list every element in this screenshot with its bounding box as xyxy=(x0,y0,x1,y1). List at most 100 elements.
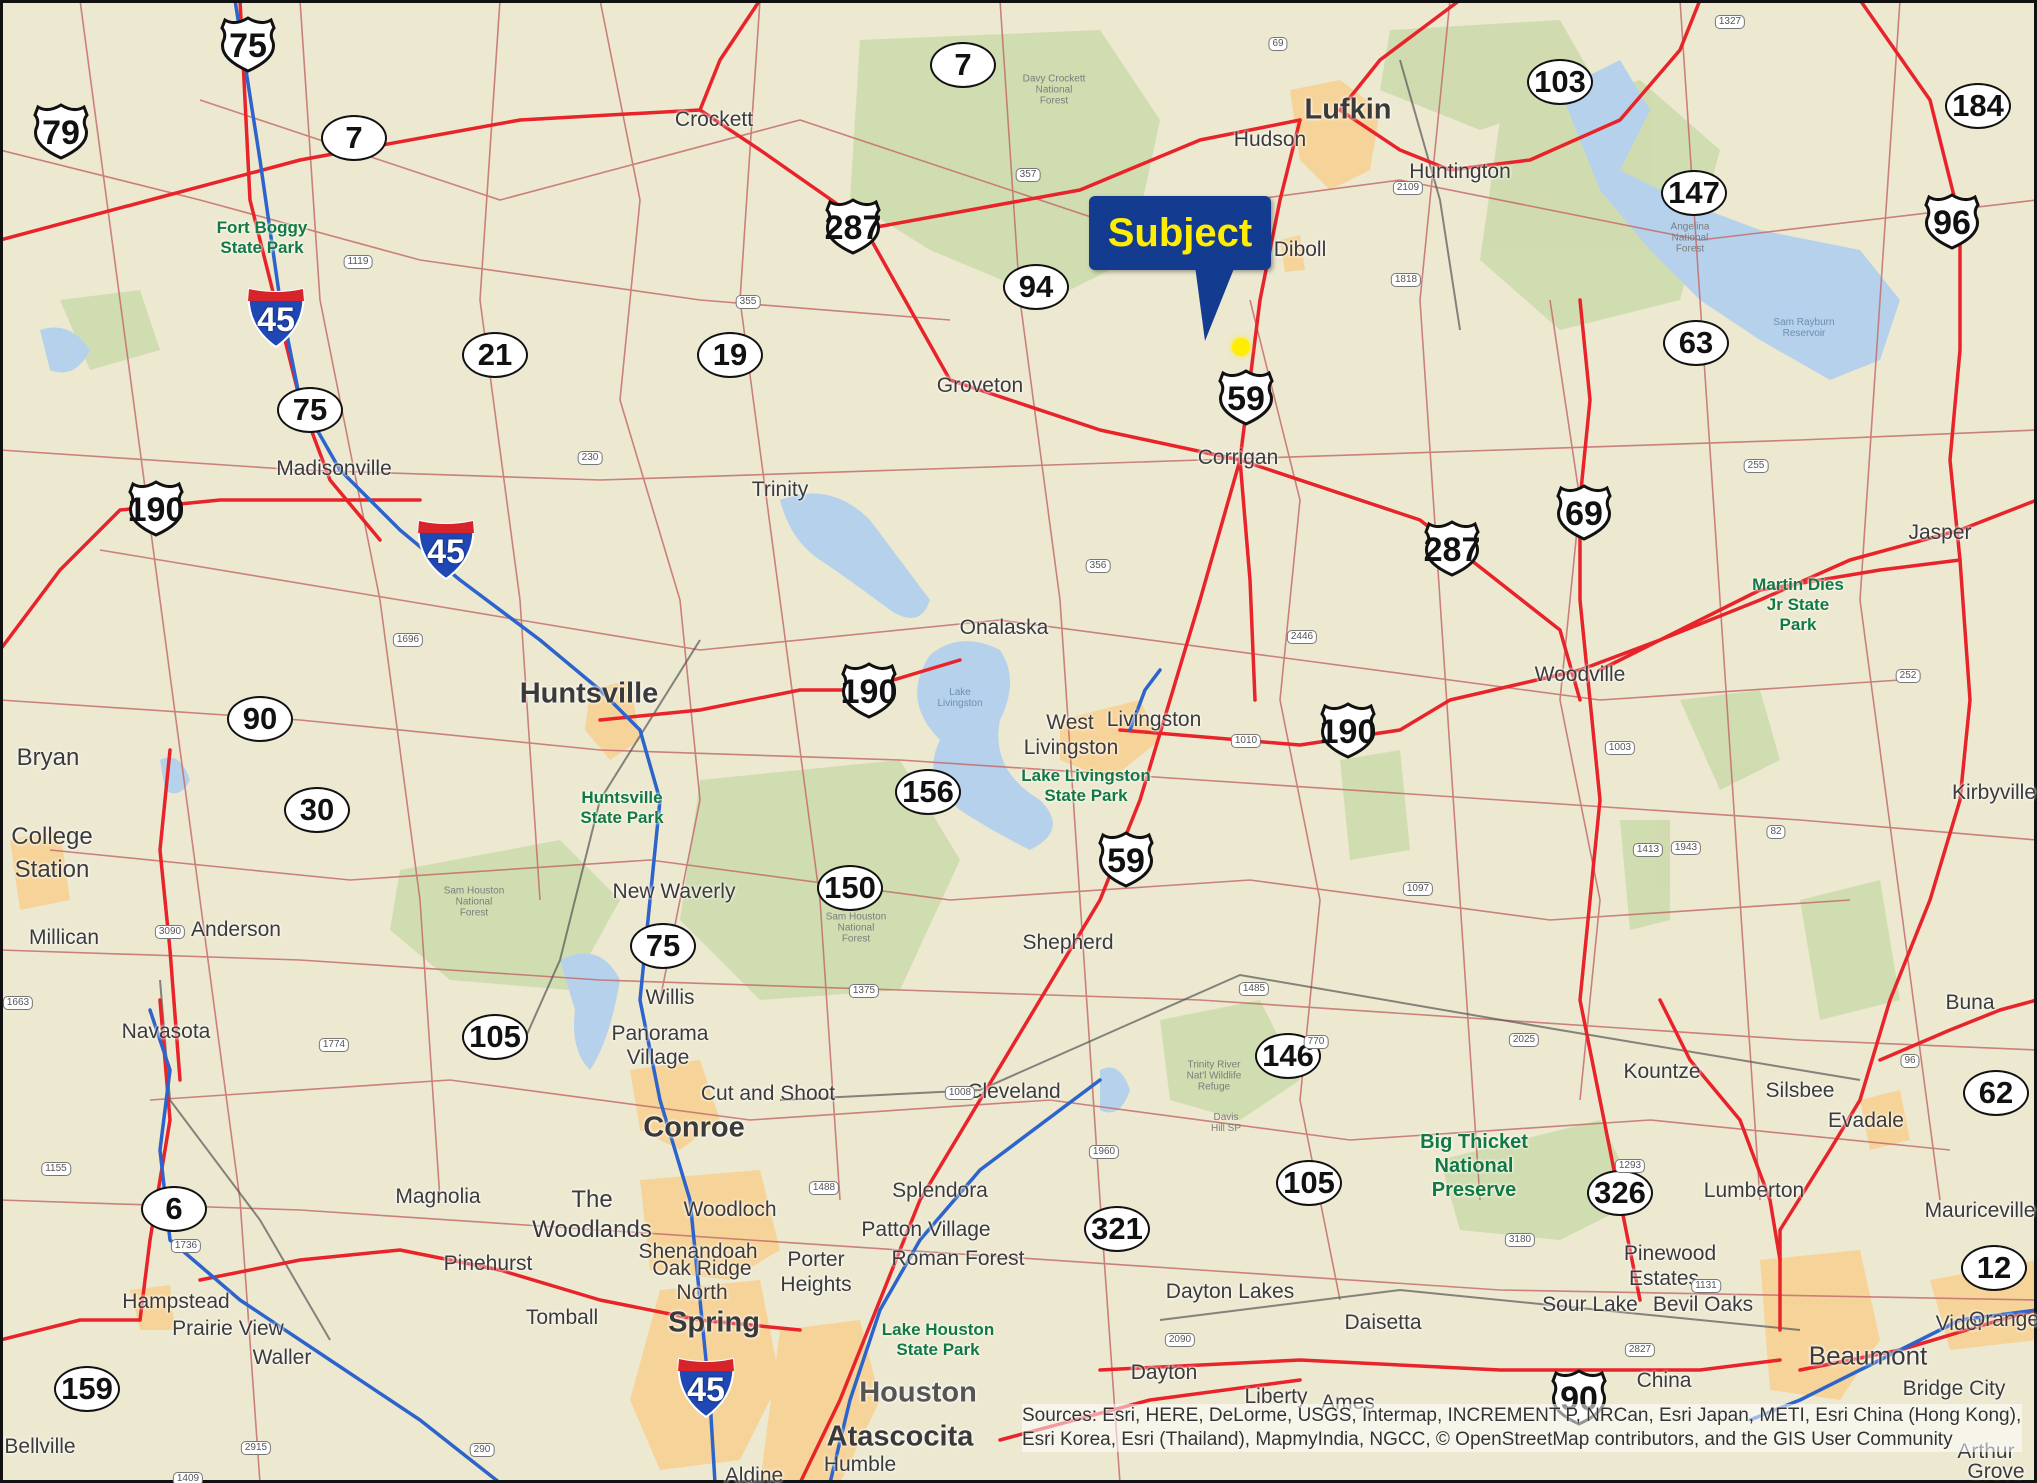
subject-location-marker[interactable] xyxy=(1232,338,1250,356)
road-number-marker: 290 xyxy=(469,1443,495,1457)
city-label: Beaumont xyxy=(1808,1340,1928,1371)
us-highway-number: 59 xyxy=(1107,842,1145,880)
road-number-marker: 1943 xyxy=(1670,841,1702,855)
state-highway-shield: 6 xyxy=(141,1186,207,1232)
town-label: Corrigan xyxy=(1197,446,1279,469)
town-label: Porter xyxy=(787,1248,845,1271)
us-shield-shape xyxy=(841,662,897,719)
us-shield-shape xyxy=(1320,702,1376,759)
town-label: Huntington xyxy=(1409,160,1511,183)
town-label: Splendora xyxy=(892,1179,988,1202)
forest-label: Sam Houston National Forest xyxy=(825,911,887,945)
town-label: Tomball xyxy=(525,1306,599,1329)
town-label: Diboll xyxy=(1273,238,1327,261)
state-highway-shield: 21 xyxy=(462,332,528,378)
town-label: Dayton xyxy=(1130,1361,1198,1384)
town-label: Bellville xyxy=(4,1435,76,1458)
town-label: Crockett xyxy=(674,108,754,131)
town-label: Shepherd xyxy=(1022,931,1114,954)
town-label: Bevil Oaks xyxy=(1652,1293,1754,1316)
forest-label: Angelina National Forest xyxy=(1670,221,1710,255)
us-highway-shield: 287 xyxy=(1421,518,1483,578)
town-label: Roman Forest xyxy=(891,1247,1025,1270)
town-label: Groveton xyxy=(936,374,1024,397)
town-label: College xyxy=(11,823,93,850)
state-highway-shield: 147 xyxy=(1661,170,1727,216)
road-number-marker: 1327 xyxy=(1714,15,1746,29)
town-label: Station xyxy=(14,856,90,883)
state-highway-shield: 75 xyxy=(277,387,343,433)
interstate-shield: 45 xyxy=(675,1355,737,1419)
town-label: Grove xyxy=(1967,1460,2025,1483)
road-number-marker: 1293 xyxy=(1614,1159,1646,1173)
town-label: Bryan xyxy=(16,744,80,771)
town-label: Estates xyxy=(1628,1267,1700,1290)
park-label: Fort Boggy State Park xyxy=(216,218,308,257)
interstate-shield-shape xyxy=(247,287,305,349)
road-number-marker: 356 xyxy=(1085,559,1111,573)
city-label: Lufkin xyxy=(1304,93,1392,126)
park-label: Huntsville State Park xyxy=(580,788,664,827)
road-number-marker: 1413 xyxy=(1632,843,1664,857)
town-label: Silsbee xyxy=(1765,1079,1835,1102)
road-number-marker: 1008 xyxy=(944,1086,976,1100)
state-highway-shield: 105 xyxy=(1276,1160,1342,1206)
town-label: Liberty xyxy=(1244,1385,1308,1408)
town-label: Millican xyxy=(28,926,100,949)
town-label: Anderson xyxy=(191,918,281,941)
city-label: Houston xyxy=(859,1376,977,1409)
us-highway-number: 287 xyxy=(824,209,882,247)
town-label: Cut and Shoot xyxy=(700,1082,836,1105)
state-highway-shield: 12 xyxy=(1961,1245,2027,1291)
road-number-marker: 2025 xyxy=(1508,1033,1540,1047)
city-label: Huntsville xyxy=(519,677,659,710)
lake-label: Sam Rayburn Reservoir xyxy=(1773,317,1835,339)
subject-callout[interactable]: Subject xyxy=(1089,196,1271,341)
subject-callout-box xyxy=(1089,196,1271,270)
road-number-marker: 3090 xyxy=(154,925,186,939)
interstate-shield-shape xyxy=(677,1357,735,1419)
town-label: Aldine xyxy=(724,1464,784,1483)
us-highway-shield: 96 xyxy=(1921,191,1983,251)
state-highway-shield: 105 xyxy=(462,1014,528,1060)
us-highway-shield: 190 xyxy=(125,478,187,538)
town-label: New Waverly xyxy=(612,880,736,903)
road-number-marker: 96 xyxy=(1900,1054,1920,1068)
us-highway-number: 96 xyxy=(1933,204,1971,242)
state-highway-shield: 90 xyxy=(227,696,293,742)
road-number-marker: 1818 xyxy=(1390,273,1422,287)
forest-label: Davy Crockett National Forest xyxy=(1022,73,1086,107)
town-label: Panorama xyxy=(611,1022,709,1045)
state-highway-shield: 30 xyxy=(284,787,350,833)
town-label: Humble xyxy=(823,1453,897,1476)
town-label: Kirbyville xyxy=(1951,781,2037,804)
us-shield-shape xyxy=(1098,831,1154,888)
interstate-number: 45 xyxy=(687,1371,725,1409)
state-highway-shield: 103 xyxy=(1527,59,1593,105)
road-number-marker: 2109 xyxy=(1392,181,1424,195)
road-number-marker: 82 xyxy=(1766,825,1786,839)
road-number-marker: 1409 xyxy=(172,1472,204,1483)
town-label: Buna xyxy=(1945,991,1995,1014)
us-shield-shape xyxy=(1218,369,1274,426)
state-highway-shield: 94 xyxy=(1003,264,1069,310)
forest-label: Sam Houston National Forest xyxy=(443,885,505,919)
interstate-shield: 45 xyxy=(245,285,307,349)
city-label: Spring xyxy=(668,1306,760,1339)
us-shield-shape xyxy=(1424,520,1480,577)
road-number-marker: 1485 xyxy=(1238,982,1270,996)
us-highway-shield: 59 xyxy=(1095,829,1157,889)
road-number-marker: 357 xyxy=(1015,168,1041,182)
town-label: Bridge City xyxy=(1902,1377,2006,1400)
road-number-marker: 1960 xyxy=(1088,1145,1120,1159)
park-label: Martin Dies Jr State Park xyxy=(1752,575,1844,634)
town-label: Navasota xyxy=(121,1020,211,1043)
road-number-marker: 1010 xyxy=(1230,734,1262,748)
town-label: Pinewood xyxy=(1623,1242,1717,1265)
interstate-number: 45 xyxy=(427,533,465,571)
refuge-label: Trinity River Nat'l Wildlife Refuge xyxy=(1186,1059,1242,1093)
town-label: Livingston xyxy=(1106,708,1202,731)
interstate-shield-shape xyxy=(417,519,475,581)
road-number-marker: 1663 xyxy=(2,996,34,1010)
